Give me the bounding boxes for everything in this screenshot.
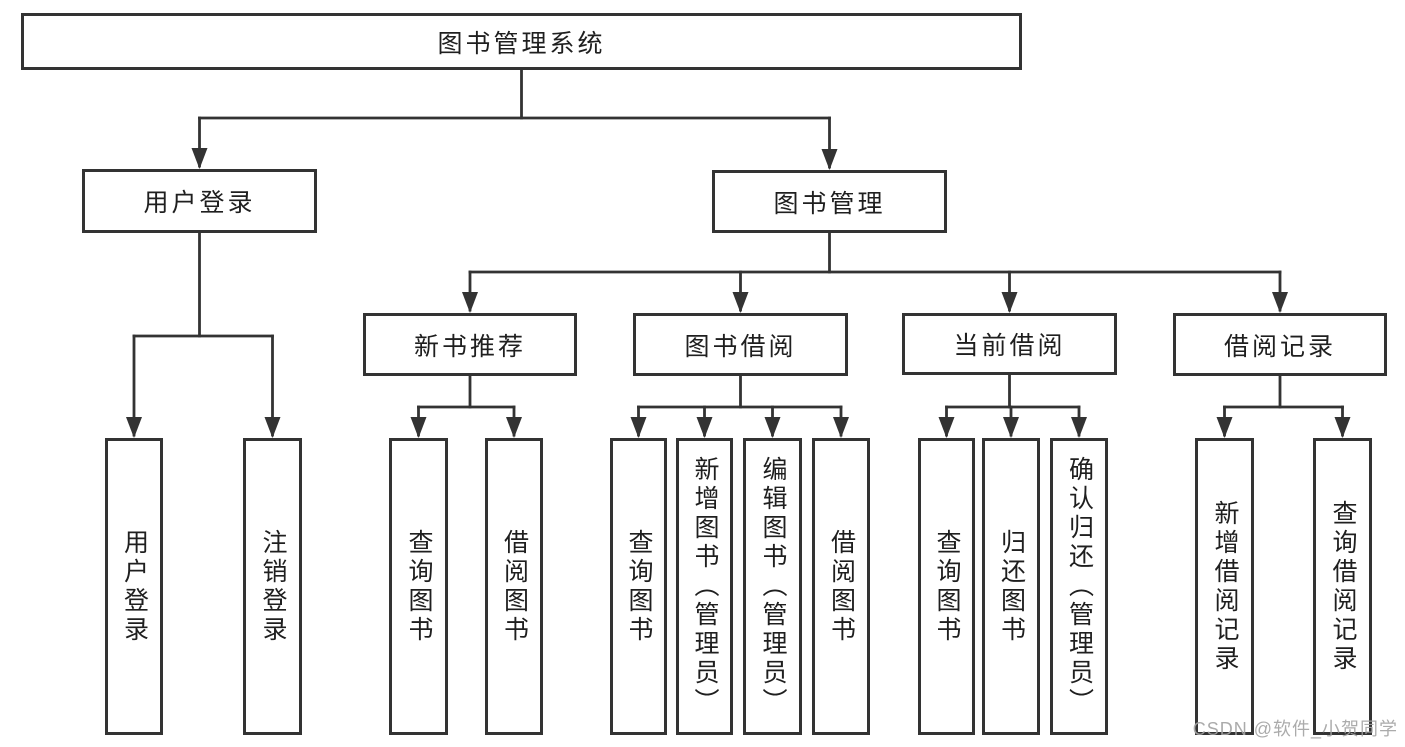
node-user-login-branch: 用户登录 [82,169,317,233]
leaf-confirm-return-admin: 确认归还（管理员） [1050,438,1108,735]
leaf-borrow-books-borrowing: 借阅图书 [812,438,870,735]
leaf-add-borrow-record-label: 新增借阅记录 [1211,499,1239,674]
node-borrowing-records: 借阅记录 [1173,313,1387,376]
leaf-edit-book-admin: 编辑图书（管理员） [743,438,802,735]
leaf-add-borrow-record: 新增借阅记录 [1195,438,1254,735]
leaf-query-borrow-record-label: 查询借阅记录 [1329,499,1357,674]
leaf-logout-label: 注销登录 [259,528,287,645]
node-book-borrowing-label: 图书借阅 [684,332,797,361]
leaf-user-login: 用户登录 [105,438,163,735]
node-current-borrowing: 当前借阅 [902,313,1117,375]
leaf-query-borrow-record: 查询借阅记录 [1313,438,1372,735]
leaf-add-book-admin: 新增图书（管理员） [676,438,733,735]
node-book-borrowing: 图书借阅 [633,313,848,376]
leaf-query-books-current: 查询图书 [918,438,975,735]
leaf-user-login-label: 用户登录 [120,528,149,645]
node-library-system: 图书管理系统 [21,13,1022,70]
leaf-query-books-borrowing-label: 查询图书 [625,528,653,645]
node-user-login-branch-label: 用户登录 [143,189,256,217]
leaf-return-book-label: 归还图书 [997,528,1026,645]
leaf-borrow-books-recommend-label: 借阅图书 [500,528,529,645]
leaf-confirm-return-admin-label: 确认归还（管理员） [1065,456,1094,717]
leaf-borrow-books-borrowing-label: 借阅图书 [827,528,856,645]
leaf-query-books-recommend-label: 查询图书 [405,528,433,645]
node-new-book-recommend-label: 新书推荐 [413,332,526,361]
node-library-system-label: 图书管理系统 [437,29,606,58]
leaf-logout: 注销登录 [243,438,302,735]
leaf-add-book-admin-label: 新增图书（管理员） [691,456,719,717]
leaf-query-books-borrowing: 查询图书 [610,438,667,735]
node-book-management-label: 图书管理 [773,189,886,218]
leaf-return-book: 归还图书 [982,438,1040,735]
node-borrowing-records-label: 借阅记录 [1223,332,1336,361]
leaf-query-books-current-label: 查询图书 [933,528,961,645]
node-book-management: 图书管理 [712,170,947,233]
leaf-borrow-books-recommend: 借阅图书 [485,438,543,735]
leaf-edit-book-admin-label: 编辑图书（管理员） [759,456,787,717]
node-current-borrowing-label: 当前借阅 [953,332,1066,360]
watermark-text: CSDN @软件_小贺同学 [1192,719,1398,739]
node-new-book-recommend: 新书推荐 [363,313,577,376]
leaf-query-books-recommend: 查询图书 [389,438,448,735]
